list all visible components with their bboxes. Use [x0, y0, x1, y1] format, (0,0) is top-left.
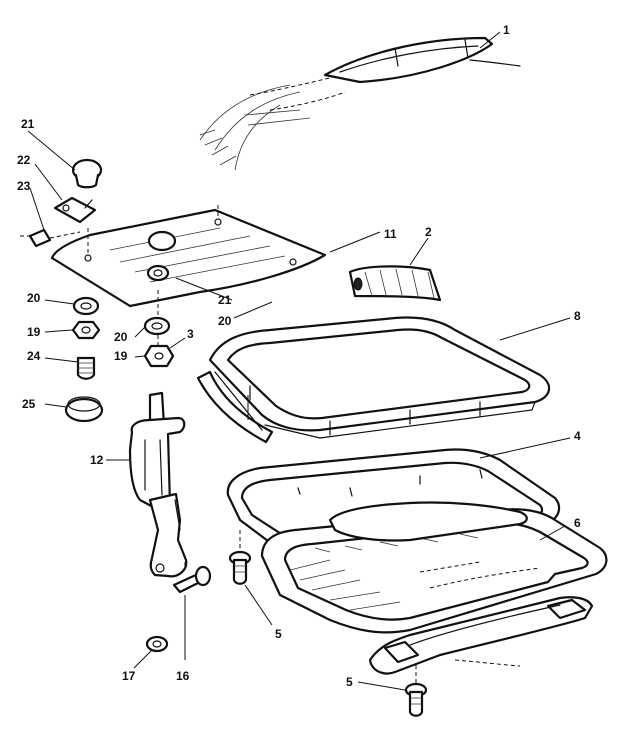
- callout-21-center: 21: [218, 293, 232, 307]
- part-20-washer-center: [143, 316, 171, 336]
- callout-20-right: 20: [218, 314, 232, 328]
- leader-lines: [27, 31, 571, 691]
- callout-20-center: 20: [114, 330, 128, 344]
- part-25-cap: [64, 396, 104, 423]
- callout-5-upper: 5: [275, 627, 282, 641]
- part-3-strip: [196, 370, 274, 444]
- callout-3: 3: [187, 327, 194, 341]
- callout-19-left: 19: [27, 325, 41, 339]
- callout-2: 2: [425, 225, 432, 239]
- callout-25: 25: [22, 397, 36, 411]
- callout-20-left: 20: [27, 291, 41, 305]
- part-8-frame: [208, 316, 551, 439]
- part-23-pin: [20, 228, 81, 248]
- part-5-screw-upper: [228, 530, 252, 585]
- part-21-knob-on-panel: [146, 230, 177, 282]
- part-1-roof-vent: [199, 36, 521, 171]
- callout-11: 11: [384, 227, 397, 241]
- callout-23: 23: [17, 179, 31, 193]
- callout-5-lower: 5: [346, 675, 353, 689]
- part-19-nut-center: [143, 344, 175, 368]
- callout-24: 24: [27, 349, 41, 363]
- part-11-roof-panel: [50, 205, 327, 308]
- part-17-washer: [145, 635, 169, 653]
- callout-6: 6: [574, 516, 581, 530]
- part-2-seal-strip: [348, 265, 442, 302]
- callout-4: 4: [574, 429, 581, 443]
- callout-1: 1: [503, 23, 510, 37]
- part-22-bracket: [53, 196, 97, 224]
- callout-17: 17: [122, 669, 136, 683]
- part-6-lower-frame: [260, 501, 608, 634]
- part-24-screw: [76, 356, 96, 380]
- callout-22: 22: [17, 153, 31, 167]
- part-5-screw-lower: [404, 665, 428, 717]
- callout-19-center: 19: [114, 349, 128, 363]
- part-16-bolt: [172, 555, 212, 594]
- part-21-knob: [71, 158, 103, 189]
- callout-16: 16: [176, 669, 190, 683]
- callout-labels: 1 2 3 4 5 5 6 8 11 12 16 17 19 19 20 20 …: [17, 23, 581, 689]
- part-19-nut-left: [71, 320, 101, 340]
- callout-8: 8: [574, 309, 581, 323]
- callout-21-top: 21: [21, 117, 35, 131]
- callout-12: 12: [90, 453, 104, 467]
- part-deflector: [368, 561, 594, 675]
- part-20-washer-left: [72, 296, 100, 316]
- part-12-handle: [128, 391, 188, 578]
